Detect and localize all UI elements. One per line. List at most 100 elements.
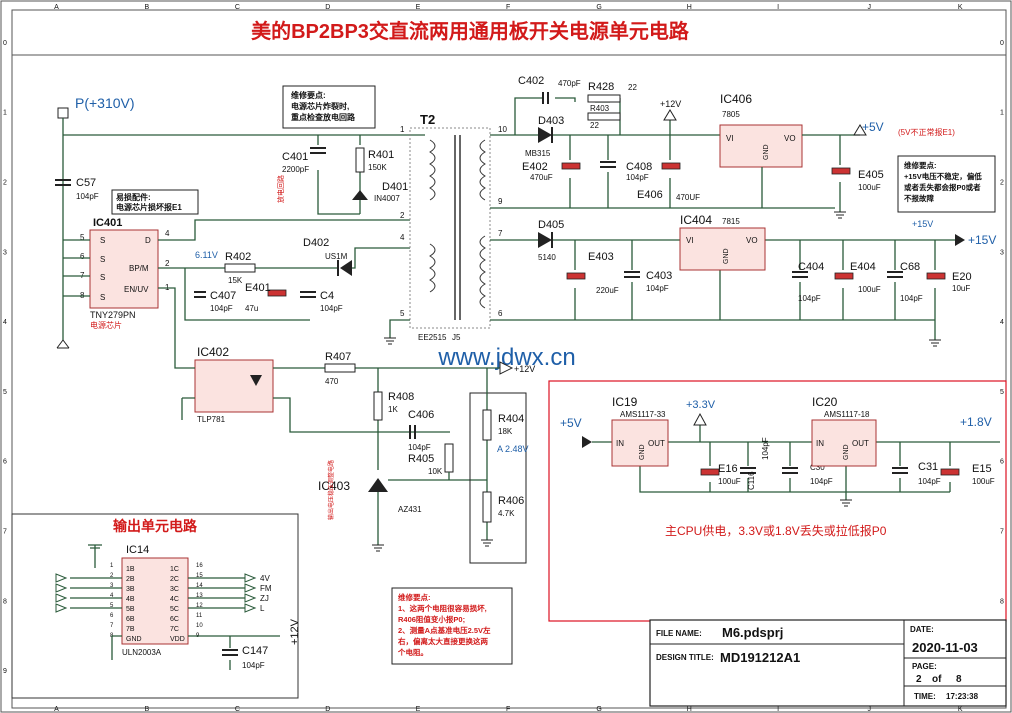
c147-value: 104pF (242, 661, 265, 670)
watermark: www.jdwx.cn (437, 344, 575, 371)
t2-label: T2 (420, 112, 435, 127)
border-row-6: 6 (3, 459, 7, 466)
rail-12v-wires (490, 97, 835, 209)
uln-pin-right-3: 13 (196, 593, 203, 599)
ic401-pin-s2: S (100, 255, 105, 264)
ic402-led-icon (250, 375, 262, 386)
border-col-K: K (958, 4, 963, 11)
note-discharge: 维修要点: 电源芯片炸裂时, 重点检查放电回路 (282, 85, 376, 129)
cpu-note: 主CPU供电，3.3V或1.8V丢失或拉低报P0 (665, 523, 887, 538)
ic406-vo: VO (784, 134, 796, 143)
c408-value: 104pF (626, 173, 649, 182)
note3-line2: +15V电压不稳定，偏低 (904, 171, 982, 181)
uln-pin-right-2: 14 (196, 583, 203, 589)
cpu-ground-icon (840, 499, 852, 507)
border-col-F: F (506, 4, 510, 11)
v12-label: +12V (660, 99, 681, 109)
border-col-A: A (54, 4, 59, 11)
ic406-vi: VI (726, 134, 734, 143)
e401-value: 47u (245, 304, 258, 313)
ic402-optocoupler (194, 359, 274, 413)
ic401-pin-s3: S (100, 273, 105, 282)
out-12v-label: +12V (289, 618, 301, 645)
ic19-in: IN (616, 439, 624, 448)
e403-capacitor (566, 272, 586, 280)
r403-value: 22 (590, 121, 599, 130)
d405-diode (538, 232, 552, 248)
note-chip-box (111, 189, 199, 215)
transformer-t2: T2 1 2 4 5 10 9 7 6 EE2515 J5 (384, 112, 507, 345)
ic402-label: IC402 (197, 345, 229, 359)
rail-12v-caps-wires (569, 120, 671, 208)
divider-ground-icon (481, 539, 493, 547)
output-unit-box (11, 513, 299, 699)
border-col-D: D (325, 4, 330, 11)
border-row-1: 1 (3, 110, 7, 117)
ic20-part: AMS1117-18 (824, 410, 870, 419)
border-col-bottom-A: A (54, 706, 59, 713)
c116-value: 104pF (761, 437, 770, 460)
border-row-right-3: 3 (1000, 249, 1004, 256)
e20-capacitor (926, 272, 946, 280)
border-col-B: B (145, 4, 150, 11)
rail-15v-wires (490, 239, 955, 340)
rail-12v-5v: C402 470pF R428 22 R403 22 D403 MB315 E4… (490, 75, 955, 219)
in5v-label: +5V (560, 416, 582, 430)
t2-primary-coil (429, 139, 436, 201)
r408-resistor (373, 391, 383, 421)
border-row-right-4: 4 (1000, 319, 1004, 326)
uln-out-4: 5C (170, 606, 179, 613)
uln-in-6: 7B (126, 626, 135, 633)
uln-in-0: 1B (126, 566, 135, 573)
border-row-2: 2 (3, 180, 7, 187)
border-row-right-5: 5 (1000, 389, 1004, 396)
ic401-chip (89, 229, 159, 309)
border-row-5: 5 (3, 389, 7, 396)
uln-in-7: GND (126, 636, 142, 643)
output-unit-title: 输出单元电路 (113, 518, 198, 534)
r408-label: R408 (388, 391, 414, 403)
ic404-vo: VO (746, 236, 758, 245)
aux-ground-wire (389, 319, 410, 338)
note2-line2: 电源芯片损坏报E1 (116, 202, 182, 212)
border-row-0: 0 (3, 40, 7, 47)
border-row-9: 9 (3, 668, 7, 675)
uln-out-6: 7C (170, 626, 179, 633)
t2-pin-4: 4 (400, 233, 405, 242)
ic401-wires (63, 219, 410, 369)
ic401-pin-enuv: EN/UV (124, 285, 149, 294)
e405-capacitor (831, 167, 851, 175)
border-col-C: C (235, 4, 240, 11)
r406-label: R406 (498, 495, 524, 507)
border-col-H: H (687, 4, 692, 11)
uln-input-port-icon-3 (55, 593, 68, 603)
t2-pin-9: 9 (498, 197, 503, 206)
note4-line4: 2、测量A点基准电压2.5V左 (398, 625, 491, 635)
c4-label: C4 (320, 290, 334, 302)
uln-signal-2: ZJ (260, 594, 269, 603)
ic20-in: IN (816, 439, 824, 448)
note4-line5: 右，偏离太大直接更换这两 (397, 636, 488, 646)
e404-label: E404 (850, 261, 876, 273)
snubber-wires (317, 135, 361, 215)
e16-label: E16 (718, 463, 738, 475)
border-col-E: E (416, 4, 421, 11)
border-col-bottom-F: F (506, 706, 510, 713)
e402-capacitor (561, 162, 581, 170)
file-name-label: FILE NAME: (656, 629, 702, 638)
ic401-pin6: 6 (80, 252, 85, 261)
uln-input-port-icon-2 (55, 583, 68, 593)
ic401-label: IC401 (93, 217, 122, 229)
uln-output-port-icon-1 (244, 573, 257, 583)
discharge-loop-label: 放电回路 (276, 175, 285, 203)
c31-label: C31 (918, 461, 938, 473)
schematic-title: 美的BP2BP3交直流两用通用板开关电源单元电路 (251, 19, 690, 43)
ic14-pin1-ground (88, 544, 102, 568)
t2-secondary-coil-b (479, 235, 486, 309)
e15-value: 100uF (972, 477, 995, 486)
ref-voltage: A 2.48V (497, 444, 529, 454)
c116-label: C116 (747, 471, 756, 490)
hv-bus-wire (62, 118, 425, 340)
uln-in-2: 3B (126, 586, 135, 593)
